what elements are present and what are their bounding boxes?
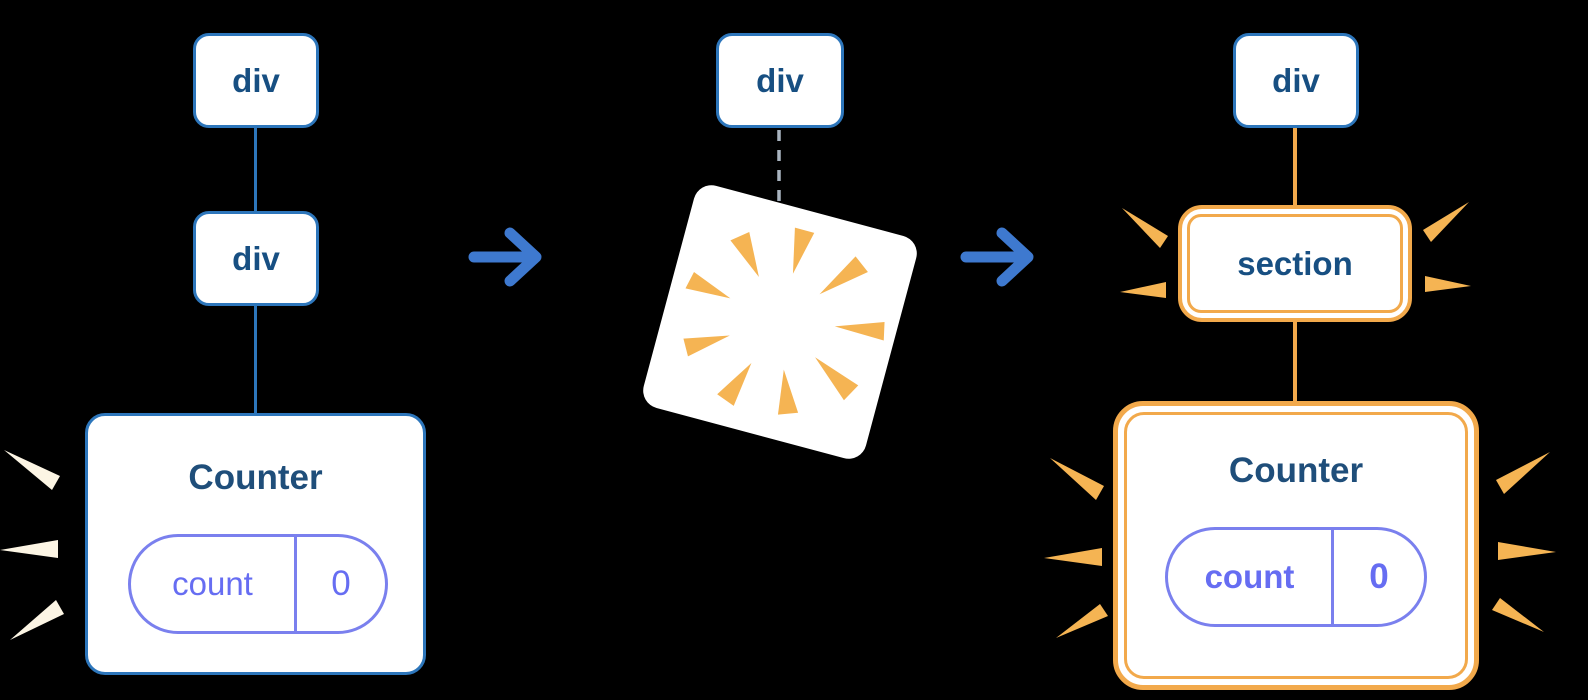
right-arrow-icon xyxy=(960,227,1034,287)
right-section-node: section xyxy=(1178,205,1412,322)
right-state-key: count xyxy=(1168,530,1334,624)
right-section-inner: section xyxy=(1187,214,1403,313)
left-child-div-node: div xyxy=(193,211,319,306)
right-arrow-icon xyxy=(468,227,542,287)
left-connector-bottom xyxy=(254,306,257,413)
right-connector-top xyxy=(1293,128,1297,205)
left-counter-title: Counter xyxy=(188,458,323,497)
poof-icon xyxy=(643,185,917,459)
dashed-connector xyxy=(777,130,781,210)
right-counter-card: Counter count 0 xyxy=(1113,401,1479,690)
right-section-label: section xyxy=(1237,244,1353,282)
right-connector-bottom xyxy=(1293,322,1297,401)
left-state-pill: count 0 xyxy=(128,534,388,634)
orange-sparkle-icon xyxy=(1492,452,1556,632)
white-sparkle-icon xyxy=(0,450,64,640)
left-child-div-label: div xyxy=(232,239,280,277)
right-counter-inner: Counter count 0 xyxy=(1124,412,1468,679)
right-root-div-node: div xyxy=(1233,33,1359,128)
orange-sparkle-icon xyxy=(1044,458,1108,638)
right-state-pill: count 0 xyxy=(1165,527,1427,627)
left-root-div-node: div xyxy=(193,33,319,128)
middle-root-div-label: div xyxy=(756,61,804,99)
middle-root-div-node: div xyxy=(716,33,844,128)
right-root-div-label: div xyxy=(1272,61,1320,99)
left-root-div-label: div xyxy=(232,61,280,99)
orange-sparkle-icon xyxy=(1120,208,1168,298)
orange-sparkle-icon xyxy=(1423,202,1471,292)
left-state-key: count xyxy=(131,537,297,631)
right-counter-title: Counter xyxy=(1228,451,1364,490)
right-state-value: 0 xyxy=(1369,557,1389,596)
left-counter-card: Counter count 0 xyxy=(85,413,426,675)
left-state-value: 0 xyxy=(331,564,351,603)
left-connector-top xyxy=(254,128,257,211)
